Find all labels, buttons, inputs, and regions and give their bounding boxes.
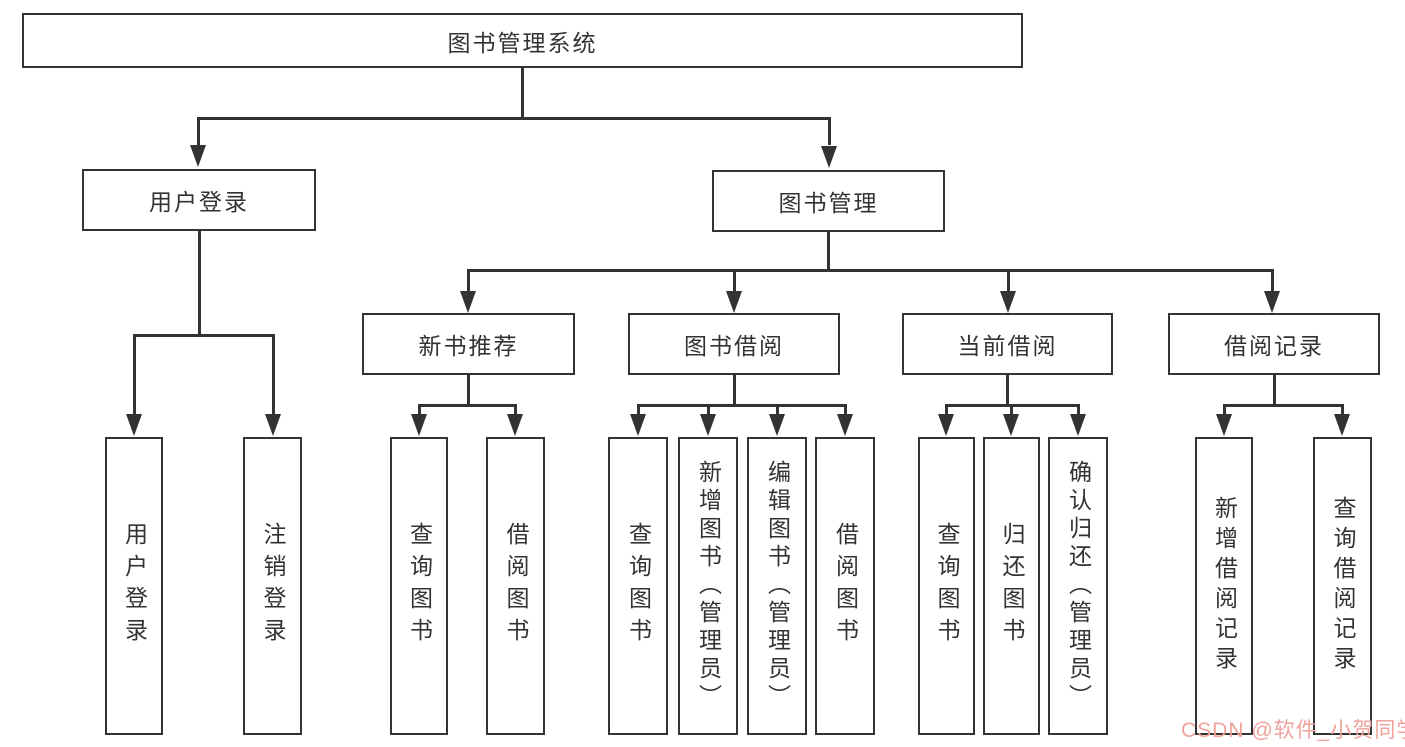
connector-book-borrow-bar — [637, 404, 846, 407]
arrowhead-to-current-borrow-icon — [1000, 291, 1016, 313]
leaf-label: 注销登录 — [260, 522, 286, 650]
leaf-label: 新增借阅记录 — [1211, 496, 1238, 676]
connector-root-stem — [521, 68, 524, 118]
connector-book-management-stem — [827, 232, 830, 270]
leaf-current-query-books: 查询图书 — [918, 437, 975, 735]
arrowhead-leaf-icon — [507, 414, 523, 436]
arrowhead-to-leaf-user-login-icon — [126, 414, 142, 436]
arrowhead-leaf-icon — [1003, 414, 1019, 436]
node-book-management: 图书管理 — [712, 170, 945, 232]
connector-user-login-bar — [133, 334, 274, 337]
connector-new-books-stem — [467, 375, 470, 405]
leaf-label: 确认归还（管理员） — [1065, 460, 1092, 712]
arrowhead-leaf-icon — [938, 414, 954, 436]
connector-stem-leaf — [418, 404, 421, 416]
node-book-borrow: 图书借阅 — [628, 313, 840, 375]
connector-stem-leaf — [637, 404, 640, 416]
arrowhead-to-borrow-records-icon — [1264, 291, 1280, 313]
leaf-newbook-borrow-books: 借阅图书 — [486, 437, 545, 735]
leaf-label: 用户登录 — [121, 522, 148, 650]
connector-new-books-bar — [418, 404, 517, 407]
leaf-label: 借阅图书 — [832, 522, 859, 650]
node-label: 图书管理系统 — [447, 29, 598, 56]
leaf-borrow-query-books: 查询图书 — [608, 437, 668, 735]
arrowhead-leaf-icon — [700, 414, 716, 436]
connector-stem-leaf — [1010, 404, 1013, 416]
connector-stem-leaf — [1223, 404, 1226, 416]
connector-borrow-records-stem — [1273, 375, 1276, 405]
connector-stem-to-borrow-records — [1271, 269, 1274, 291]
arrowhead-leaf-icon — [1216, 414, 1232, 436]
node-borrow-records: 借阅记录 — [1168, 313, 1380, 375]
connector-stem-leaf — [1077, 404, 1080, 416]
connector-stem-to-current-borrow — [1007, 269, 1010, 291]
node-label: 当前借阅 — [957, 333, 1058, 359]
leaf-label: 编辑图书（管理员） — [764, 460, 791, 712]
connector-current-borrow-stem — [1006, 375, 1009, 405]
connector-stem-to-book-borrow — [733, 269, 736, 291]
connector-stem-to-book-management — [828, 117, 831, 145]
node-library-management-system: 图书管理系统 — [22, 13, 1023, 68]
arrowhead-leaf-icon — [1334, 414, 1350, 436]
connector-stem-leaf — [514, 404, 517, 416]
leaf-label: 查询借阅记录 — [1330, 496, 1356, 676]
leaf-label: 新增图书（管理员） — [695, 460, 722, 712]
arrowhead-to-book-management-icon — [821, 146, 837, 168]
node-label: 图书借阅 — [684, 333, 784, 359]
connector-stem-leaf — [707, 404, 710, 416]
node-label: 图书管理 — [778, 190, 879, 216]
leaf-newbook-query-books: 查询图书 — [390, 437, 448, 735]
node-current-borrow: 当前借阅 — [902, 313, 1113, 375]
arrowhead-to-book-borrow-icon — [726, 291, 742, 313]
leaf-current-confirm-return-admin: 确认归还（管理员） — [1048, 437, 1108, 735]
leaf-borrow-add-books-admin: 新增图书（管理员） — [678, 437, 738, 735]
arrowhead-leaf-icon — [630, 414, 646, 436]
node-label: 新书推荐 — [418, 333, 519, 359]
leaf-borrow-borrow-books: 借阅图书 — [815, 437, 875, 735]
connector-book-management-bar — [467, 269, 1273, 272]
arrowhead-leaf-icon — [411, 414, 427, 436]
leaf-label: 查询图书 — [406, 522, 433, 650]
arrowhead-to-user-login-icon — [190, 145, 206, 167]
connector-stem-to-leaf-user-login — [133, 334, 136, 414]
arrowhead-to-new-books-icon — [460, 291, 476, 313]
leaf-record-query: 查询借阅记录 — [1313, 437, 1372, 735]
leaf-label: 查询图书 — [625, 522, 652, 650]
leaf-logout: 注销登录 — [243, 437, 302, 735]
leaf-label: 查询图书 — [934, 522, 960, 650]
leaf-current-return-books: 归还图书 — [983, 437, 1040, 735]
node-label: 借阅记录 — [1224, 333, 1324, 359]
connector-book-borrow-stem — [733, 375, 736, 405]
node-new-book-recommend: 新书推荐 — [362, 313, 575, 375]
csdn-watermark: CSDN @软件_小贺同学 — [1181, 719, 1405, 742]
node-user-login: 用户登录 — [82, 169, 316, 231]
leaf-borrow-edit-books-admin: 编辑图书（管理员） — [747, 437, 807, 735]
connector-stem-to-leaf-logout — [272, 334, 275, 414]
connector-stem-leaf — [844, 404, 847, 416]
arrowhead-leaf-icon — [769, 414, 785, 436]
leaf-label: 归还图书 — [999, 522, 1025, 650]
node-label: 用户登录 — [149, 189, 249, 215]
leaf-user-login: 用户登录 — [105, 437, 163, 735]
leaf-label: 借阅图书 — [503, 522, 529, 650]
connector-borrow-records-bar — [1223, 404, 1344, 407]
leaf-record-add: 新增借阅记录 — [1195, 437, 1253, 735]
connector-stem-to-user-login — [197, 117, 200, 145]
connector-stem-leaf — [776, 404, 779, 416]
connector-stem-to-new-books — [467, 269, 470, 291]
connector-user-login-stem — [198, 231, 201, 335]
arrowhead-leaf-icon — [1070, 414, 1086, 436]
connector-stem-leaf — [945, 404, 948, 416]
connector-root-bar — [197, 117, 831, 120]
connector-stem-leaf — [1341, 404, 1344, 416]
arrowhead-to-leaf-logout-icon — [265, 414, 281, 436]
arrowhead-leaf-icon — [837, 414, 853, 436]
